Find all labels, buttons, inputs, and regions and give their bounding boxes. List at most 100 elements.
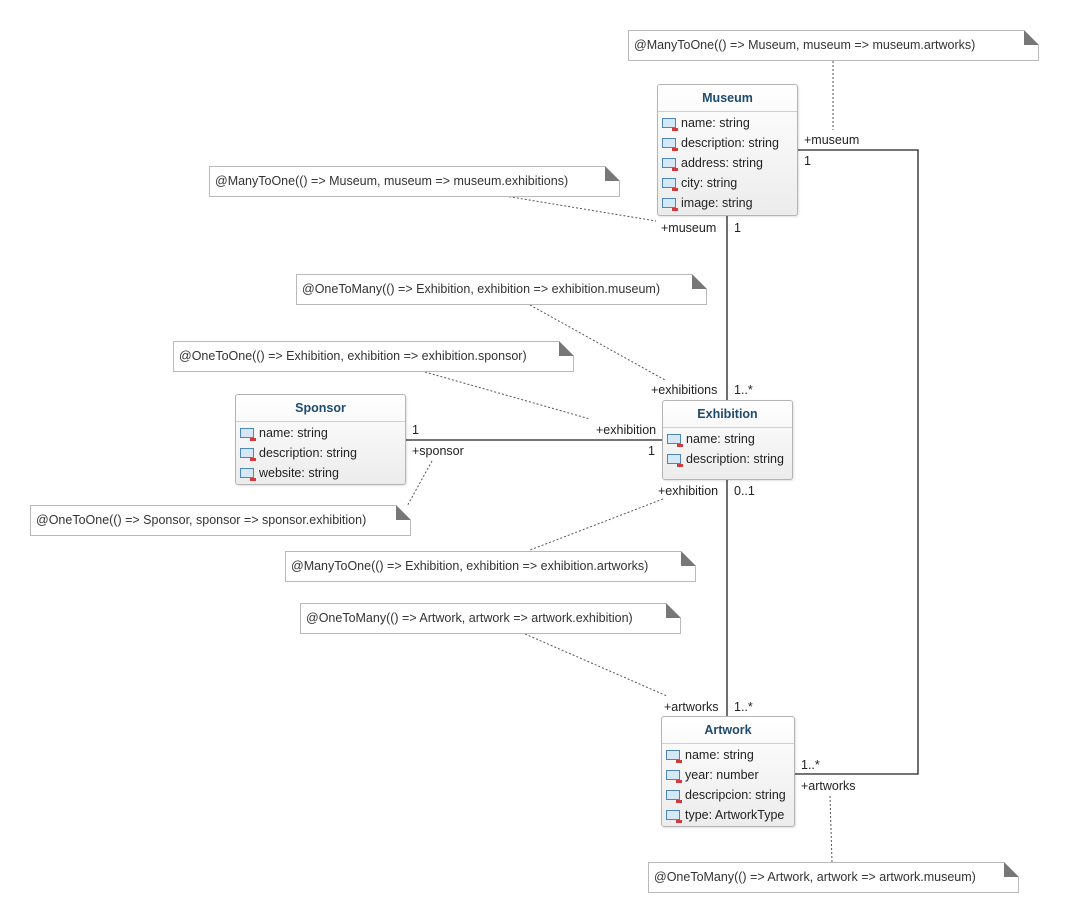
note-anchor-artwork-museum — [829, 795, 833, 863]
attribute-text: image: string — [681, 196, 753, 210]
note-artwork-museum[interactable]: @OneToMany(() => Artwork, artwork => art… — [648, 862, 1019, 893]
note-text: @ManyToOne(() => Museum, museum => museu… — [215, 174, 569, 188]
note-exhibition-artworks[interactable]: @ManyToOne(() => Exhibition, exhibition … — [285, 551, 696, 582]
attribute-text: name: string — [681, 116, 750, 130]
attribute-icon — [667, 434, 683, 447]
role-label-artworks-exhibition: +artworks — [664, 700, 719, 714]
multiplicity-exhibition-sponsor: 1 — [648, 444, 655, 458]
attribute-row[interactable]: descripcion: string — [662, 785, 794, 805]
class-title: Sponsor — [236, 395, 405, 422]
attribute-text: address: string — [681, 156, 763, 170]
attribute-text: name: string — [259, 426, 328, 440]
multiplicity-exhibitions: 1..* — [734, 383, 753, 397]
class-artwork[interactable]: Artwork name: string year: number descri… — [661, 716, 795, 827]
class-title: Artwork — [662, 717, 794, 744]
attribute-icon — [662, 118, 678, 131]
attribute-row[interactable]: address: string — [658, 153, 797, 173]
attribute-list: name: string description: string address… — [658, 112, 797, 213]
attribute-row[interactable]: year: number — [662, 765, 794, 785]
attribute-icon — [666, 790, 682, 803]
role-label-exhibition-sponsor: +exhibition — [596, 423, 657, 437]
attribute-icon — [666, 750, 682, 763]
multiplicity-museum-bottom: 1 — [734, 221, 741, 235]
class-exhibition[interactable]: Exhibition name: string description: str… — [662, 400, 793, 480]
multiplicity-artworks-museum: 1..* — [801, 758, 820, 772]
note-artwork-exhibition[interactable]: @OneToMany(() => Artwork, artwork => art… — [300, 603, 681, 634]
note-text: @ManyToOne(() => Exhibition, exhibition … — [291, 559, 649, 573]
note-anchor-exhibition-museum — [529, 304, 666, 381]
role-label-exhibition-artwork: +exhibition — [658, 484, 719, 498]
note-fold-icon — [692, 274, 707, 289]
role-label-sponsor: +sponsor — [412, 444, 464, 458]
note-anchor-artwork-exhibition — [524, 633, 668, 697]
note-anchor-sponsor-exhibition — [399, 460, 433, 520]
note-text: @OneToMany(() => Exhibition, exhibition … — [302, 282, 661, 296]
note-anchor-exhibition-artworks — [529, 498, 664, 551]
attribute-icon — [666, 770, 682, 783]
attribute-text: website: string — [259, 466, 339, 480]
note-fold-icon — [1004, 862, 1019, 877]
attribute-text: type: ArtworkType — [685, 808, 785, 822]
role-label-artworks-museum: +artworks — [801, 779, 856, 793]
multiplicity-artworks-exhibition: 1..* — [734, 700, 753, 714]
attribute-list: name: string year: number descripcion: s… — [662, 744, 794, 825]
role-label-museum-bottom: +museum — [661, 221, 717, 235]
note-anchor-museum-exhibitions — [504, 195, 657, 222]
note-sponsor-exhibition[interactable]: @OneToOne(() => Sponsor, sponsor => spon… — [30, 505, 411, 536]
attribute-text: description: string — [681, 136, 779, 150]
note-text: @OneToOne(() => Sponsor, sponsor => spon… — [36, 513, 367, 527]
association-museum-artwork[interactable] — [795, 149, 919, 775]
attribute-text: name: string — [686, 432, 755, 446]
attribute-text: description: string — [686, 452, 784, 466]
multiplicity-museum-right: 1 — [804, 154, 811, 168]
note-fold-icon — [396, 505, 411, 520]
class-sponsor[interactable]: Sponsor name: string description: string… — [235, 394, 406, 485]
note-text: @OneToMany(() => Artwork, artwork => art… — [306, 611, 633, 625]
attribute-icon — [662, 178, 678, 191]
class-title: Museum — [658, 85, 797, 112]
attribute-icon — [240, 428, 256, 441]
multiplicity-sponsor: 1 — [412, 423, 419, 437]
note-fold-icon — [666, 603, 681, 618]
attribute-list: name: string description: string — [663, 428, 792, 469]
note-fold-icon — [559, 341, 574, 356]
note-text: @OneToOne(() => Exhibition, exhibition =… — [179, 349, 527, 363]
attribute-row[interactable]: type: ArtworkType — [662, 805, 794, 825]
attribute-row[interactable]: name: string — [662, 745, 794, 765]
attribute-row[interactable]: description: string — [663, 449, 792, 469]
attribute-row[interactable]: name: string — [658, 113, 797, 133]
attribute-text: year: number — [685, 768, 759, 782]
role-label-exhibitions: +exhibitions — [651, 383, 718, 397]
attribute-icon — [240, 468, 256, 481]
attribute-row[interactable]: name: string — [236, 423, 405, 443]
note-museum-exhibitions[interactable]: @ManyToOne(() => Museum, museum => museu… — [209, 166, 620, 197]
attribute-icon — [240, 448, 256, 461]
attribute-row[interactable]: image: string — [658, 193, 797, 213]
note-fold-icon — [1024, 30, 1039, 45]
attribute-row[interactable]: city: string — [658, 173, 797, 193]
attribute-row[interactable]: website: string — [236, 463, 405, 483]
attribute-row[interactable]: description: string — [658, 133, 797, 153]
note-text: @ManyToOne(() => Museum, museum => museu… — [634, 38, 976, 52]
note-text: @OneToMany(() => Artwork, artwork => art… — [654, 870, 976, 884]
attribute-text: name: string — [685, 748, 754, 762]
note-fold-icon — [605, 166, 620, 181]
note-exhibition-sponsor[interactable]: @OneToOne(() => Exhibition, exhibition =… — [173, 341, 574, 372]
attribute-text: descripcion: string — [685, 788, 786, 802]
attribute-text: city: string — [681, 176, 738, 190]
attribute-icon — [666, 810, 682, 823]
attribute-icon — [662, 158, 678, 171]
attribute-row[interactable]: description: string — [236, 443, 405, 463]
attribute-icon — [667, 454, 683, 467]
multiplicity-exhibition-artwork: 0..1 — [734, 484, 755, 498]
attribute-icon — [662, 138, 678, 151]
attribute-text: description: string — [259, 446, 357, 460]
note-exhibition-museum[interactable]: @OneToMany(() => Exhibition, exhibition … — [296, 274, 707, 305]
class-museum[interactable]: Museum name: string description: string … — [657, 84, 798, 216]
class-title: Exhibition — [663, 401, 792, 428]
attribute-row[interactable]: name: string — [663, 429, 792, 449]
attribute-icon — [662, 198, 678, 211]
note-museum-artworks[interactable]: @ManyToOne(() => Museum, museum => museu… — [628, 30, 1039, 61]
